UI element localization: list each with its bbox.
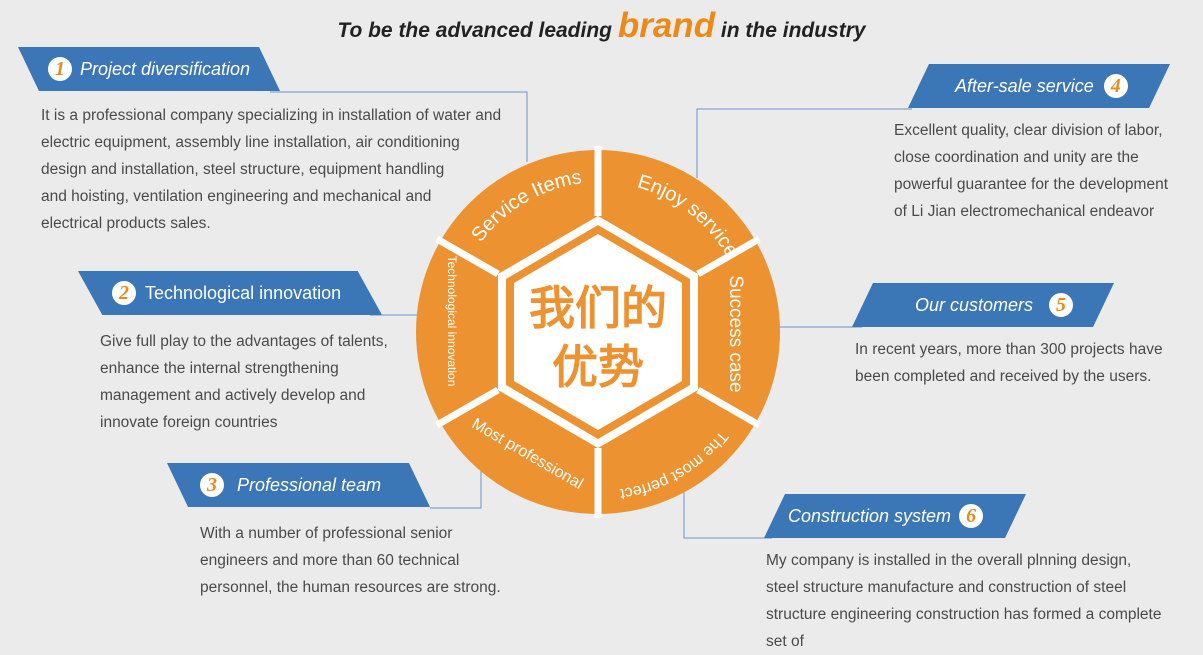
headline: To be the advanced leading brand in the … — [0, 6, 1203, 46]
separator-upper-left — [435, 235, 500, 278]
section-5-title: Our customers — [915, 294, 1034, 315]
section-4-title: After-sale service — [955, 75, 1094, 96]
section-5-banner: Our customers 5 — [852, 283, 1114, 327]
section-4-banner: After-sale service 4 — [908, 64, 1170, 108]
section-3-title: Professional team — [237, 474, 382, 495]
separator-upper-right — [696, 235, 761, 278]
section-6-banner: Construction system 6 — [764, 494, 1026, 538]
section-3-number: 3 — [200, 473, 224, 497]
section-1-number: 1 — [48, 57, 72, 81]
connector-line-4 — [696, 108, 912, 178]
wheel-hexagon-inner — [514, 234, 682, 430]
section-3-text: With a number of professional senior eng… — [200, 525, 501, 596]
separator-lower-left — [435, 386, 500, 429]
wheel-segment-success-case: Success case — [725, 275, 746, 392]
headline-brand: brand — [617, 6, 716, 45]
section-6-number: 6 — [959, 504, 984, 528]
wheel-center-line1: 我们的 — [529, 281, 667, 335]
connector-line-3 — [430, 462, 482, 509]
wheel-segment-tech-innovation: Technological innovation — [445, 256, 459, 387]
section-1-title: Project diversification — [80, 58, 251, 79]
section-1-text: It is a professional company specializin… — [41, 107, 502, 232]
section-4-text: Excellent quality, clear division of lab… — [894, 122, 1169, 220]
section-1-banner: 1 Project diversification — [18, 47, 280, 91]
section-5-text: In recent years, more than 300 projects … — [855, 341, 1163, 385]
wheel-center-line2: 优势 — [552, 340, 644, 394]
headline-suffix: in the industry — [715, 19, 866, 42]
wheel-separators — [435, 146, 761, 518]
headline-prefix: To be the advanced leading — [337, 19, 618, 42]
advantages-wheel: 我们的 优势 Service Items Enjoy service Succe… — [416, 146, 780, 518]
section-6-text: My company is installed in the overall p… — [766, 552, 1162, 650]
connector-line-6 — [683, 480, 772, 539]
section-2-title: Technological innovation — [145, 282, 342, 303]
section-3-banner: 3 Professional team — [167, 463, 430, 507]
separator-lower-right — [696, 386, 761, 429]
section-2-banner: 2 Technological innovation — [78, 271, 382, 315]
section-2-text: Give full play to the advantages of tale… — [100, 333, 388, 431]
section-2-number: 2 — [112, 281, 136, 305]
connector-line-1 — [270, 91, 528, 162]
section-6-title: Construction system — [788, 505, 952, 526]
section-5-number: 5 — [1049, 293, 1074, 317]
section-4-number: 4 — [1103, 74, 1128, 98]
